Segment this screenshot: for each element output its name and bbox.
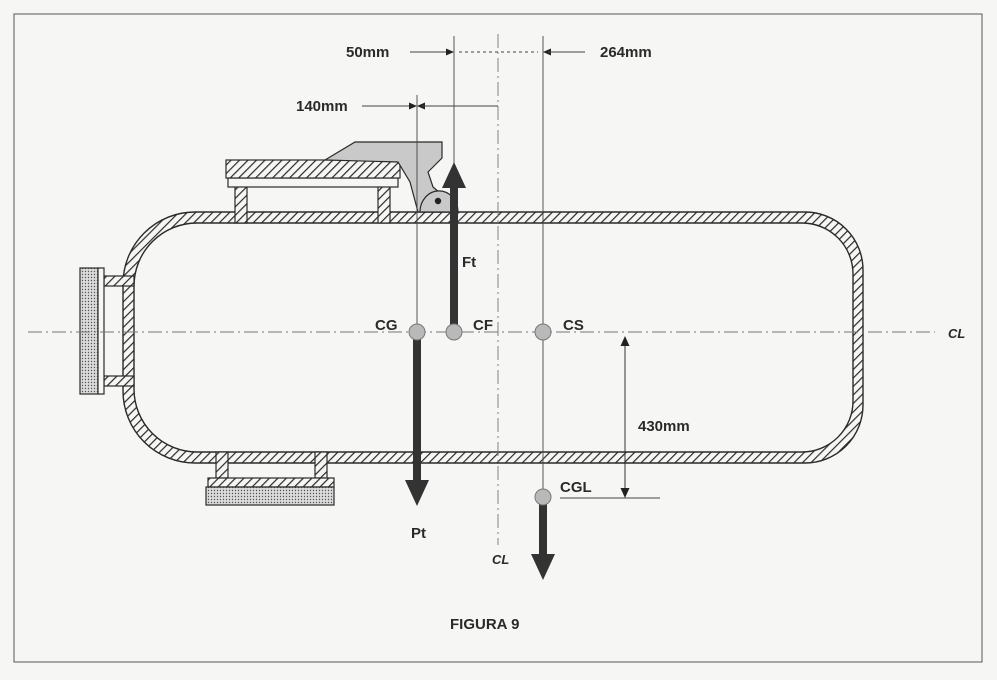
dim-264-label: 264mm [600, 44, 652, 61]
vertical-cl-label: CL [492, 552, 509, 567]
manhole-cover [225, 159, 401, 179]
point-cs-label: CS [563, 317, 584, 334]
left-nozzle-bottom-wall [103, 375, 135, 387]
manhole-gasket [227, 177, 399, 188]
point-cgl [534, 488, 552, 506]
dim-430-label: 430mm [638, 418, 690, 435]
force-cgl-arrowhead [531, 554, 555, 580]
point-cg-label: CG [375, 317, 398, 334]
left-flange-gasket [97, 267, 105, 395]
left-flange [79, 267, 99, 395]
force-ft-label: Ft [462, 254, 476, 271]
figure-frame [13, 13, 983, 663]
point-cf-label: CF [473, 317, 493, 334]
point-cf [445, 323, 463, 341]
force-ft-shaft [450, 186, 458, 332]
tank-shell [122, 211, 864, 464]
dim-430-arrow-down [620, 488, 630, 498]
bottom-nozzle-left-wall [215, 451, 229, 479]
dim-430-arrow-up [620, 336, 630, 346]
force-pt-shaft [413, 334, 421, 482]
force-ft-arrowhead [442, 162, 466, 188]
left-nozzle-top-wall [103, 275, 135, 287]
hinge-pin [434, 197, 442, 205]
dim-50-arrow [446, 48, 454, 56]
bottom-nozzle-right-wall [314, 451, 328, 479]
point-cg [408, 323, 426, 341]
point-cgl-label: CGL [560, 479, 592, 496]
force-pt-label: Pt [411, 525, 426, 542]
dim-140-arrow-right [417, 102, 425, 110]
dim-50-label: 50mm [346, 44, 389, 61]
manhole-right-wall [377, 184, 391, 224]
dim-140-label: 140mm [296, 98, 348, 115]
horizontal-cl-label: CL [948, 326, 965, 341]
bottom-flange-hatched [207, 477, 335, 488]
figure-caption: FIGURA 9 [450, 616, 519, 633]
bottom-flange [205, 486, 335, 506]
force-pt-arrowhead [405, 480, 429, 506]
dim-264-arrow [543, 48, 551, 56]
point-cs [534, 323, 552, 341]
manhole-left-wall [234, 184, 248, 224]
force-cgl-shaft [539, 498, 547, 556]
dim-140-arrow-left [409, 102, 417, 110]
